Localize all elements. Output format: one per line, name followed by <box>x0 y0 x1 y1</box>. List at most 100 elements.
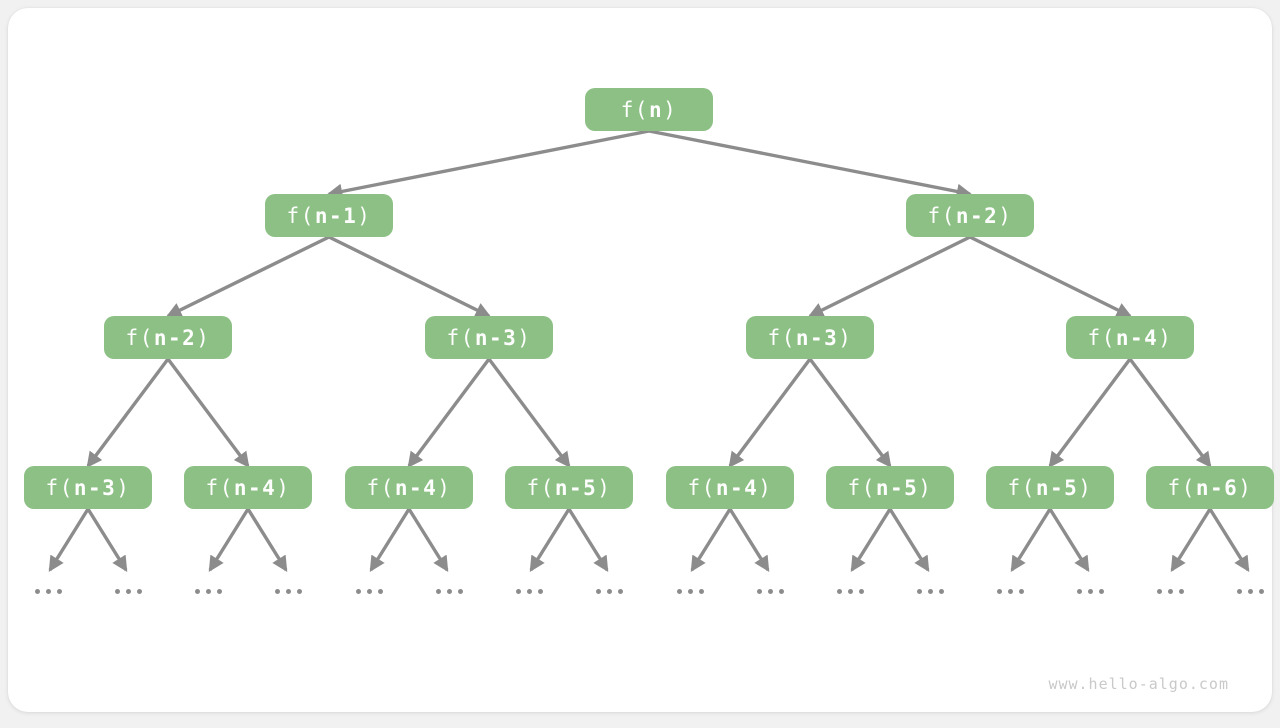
tree-node-f(n-2): f(n-2) <box>104 316 232 359</box>
ellipsis-dot <box>56 588 62 594</box>
ellipsis-dot <box>756 588 762 594</box>
ellipsis-mark <box>435 588 463 594</box>
tree-edge-arrow <box>407 508 449 572</box>
ellipsis-mark <box>836 588 864 594</box>
ellipsis-dot <box>1076 588 1082 594</box>
ellipsis-mark <box>34 588 62 594</box>
ellipsis-dot <box>1018 588 1024 594</box>
node-label-suffix: ) <box>276 475 291 500</box>
ellipsis-dot <box>996 588 1002 594</box>
ellipsis-mark <box>1076 588 1104 594</box>
ellipsis-mark <box>595 588 623 594</box>
tree-node-f(n): f(n) <box>585 88 713 131</box>
watermark: www.hello-algo.com <box>1048 675 1229 693</box>
tree-node-f(n-5): f(n-5) <box>505 466 633 509</box>
node-label-prefix: f( <box>446 325 475 350</box>
ellipsis-dot <box>537 588 543 594</box>
tree-edge-arrow <box>808 357 892 468</box>
ellipsis-dot <box>1007 588 1013 594</box>
node-label-prefix: f( <box>1007 475 1036 500</box>
ellipsis-mark <box>756 588 784 594</box>
tree-node-f(n-4): f(n-4) <box>184 466 312 509</box>
node-label-prefix: f( <box>125 325 154 350</box>
ellipsis-dot <box>216 588 222 594</box>
node-label-prefix: f( <box>526 475 555 500</box>
ellipsis-dot <box>274 588 280 594</box>
node-label-suffix: ) <box>758 475 773 500</box>
node-label-prefix: f( <box>1167 475 1196 500</box>
node-label-prefix: f( <box>767 325 796 350</box>
node-label-suffix: ) <box>597 475 612 500</box>
node-label-argument: n-2 <box>153 325 197 350</box>
node-label-prefix: f( <box>927 203 956 228</box>
node-label-prefix: f( <box>45 475 74 500</box>
tree-edge-arrow <box>369 508 411 572</box>
ellipsis-mark <box>114 588 142 594</box>
ellipsis-dot <box>698 588 704 594</box>
ellipsis-dot <box>1156 588 1162 594</box>
tree-edge-arrow <box>166 357 250 468</box>
node-label-suffix: ) <box>517 325 532 350</box>
node-label-argument: n-6 <box>1195 475 1239 500</box>
node-label-suffix: ) <box>1238 475 1253 500</box>
tree-edge-arrow <box>1128 357 1212 468</box>
ellipsis-dot <box>1247 588 1253 594</box>
ellipsis-mark <box>676 588 704 594</box>
tree-edge-arrow <box>1048 508 1090 572</box>
tree-edge-arrow <box>326 129 650 200</box>
ellipsis-dot <box>125 588 131 594</box>
ellipsis-dot <box>136 588 142 594</box>
ellipsis-dot <box>194 588 200 594</box>
ellipsis-dot <box>1167 588 1173 594</box>
ellipsis-dot <box>938 588 944 594</box>
ellipsis-dot <box>285 588 291 594</box>
node-label-prefix: f( <box>1087 325 1116 350</box>
node-label-suffix: ) <box>357 203 372 228</box>
node-label-argument: n-5 <box>1035 475 1079 500</box>
ellipsis-dot <box>377 588 383 594</box>
ellipsis-dot <box>205 588 211 594</box>
node-label-argument: n-3 <box>474 325 518 350</box>
ellipsis-dot <box>1236 588 1242 594</box>
tree-edge-arrow <box>648 129 973 200</box>
tree-edge-arrow <box>1170 508 1212 572</box>
node-label-prefix: f( <box>286 203 315 228</box>
node-label-prefix: f( <box>847 475 876 500</box>
ellipsis-dot <box>847 588 853 594</box>
ellipsis-dot <box>595 588 601 594</box>
tree-node-f(n-5): f(n-5) <box>986 466 1114 509</box>
ellipsis-mark <box>1236 588 1264 594</box>
node-label-argument: n-5 <box>554 475 598 500</box>
ellipsis-dot <box>114 588 120 594</box>
tree-node-f(n-5): f(n-5) <box>826 466 954 509</box>
tree-edge-arrow <box>487 357 571 468</box>
tree-edge-arrow <box>529 508 571 572</box>
node-label-suffix: ) <box>1158 325 1173 350</box>
tree-edge-arrow <box>850 508 892 572</box>
tree-edge-arrow <box>246 508 288 572</box>
node-label-argument: n-3 <box>795 325 839 350</box>
tree-node-f(n-2): f(n-2) <box>906 194 1034 237</box>
tree-node-f(n-3): f(n-3) <box>24 466 152 509</box>
tree-edge-arrow <box>969 235 1133 318</box>
ellipsis-dot <box>435 588 441 594</box>
tree-edge-arrow <box>567 508 609 572</box>
tree-edge-arrow <box>1048 357 1132 468</box>
node-label-argument: n-4 <box>715 475 759 500</box>
node-label-prefix: f( <box>620 97 649 122</box>
node-label-suffix: ) <box>196 325 211 350</box>
ellipsis-dot <box>836 588 842 594</box>
ellipsis-dot <box>355 588 361 594</box>
tree-edge-arrow <box>165 235 330 318</box>
ellipsis-mark <box>1156 588 1184 594</box>
node-label-prefix: f( <box>366 475 395 500</box>
tree-edge-arrow <box>407 357 491 468</box>
tree-node-f(n-4): f(n-4) <box>1066 316 1194 359</box>
ellipsis-dot <box>526 588 532 594</box>
tree-edge-arrow <box>86 357 170 468</box>
ellipsis-dot <box>778 588 784 594</box>
tree-edge-arrow <box>86 508 128 572</box>
tree-edge-arrow <box>690 508 732 572</box>
node-label-argument: n-4 <box>233 475 277 500</box>
tree-edge-arrow <box>728 357 812 468</box>
